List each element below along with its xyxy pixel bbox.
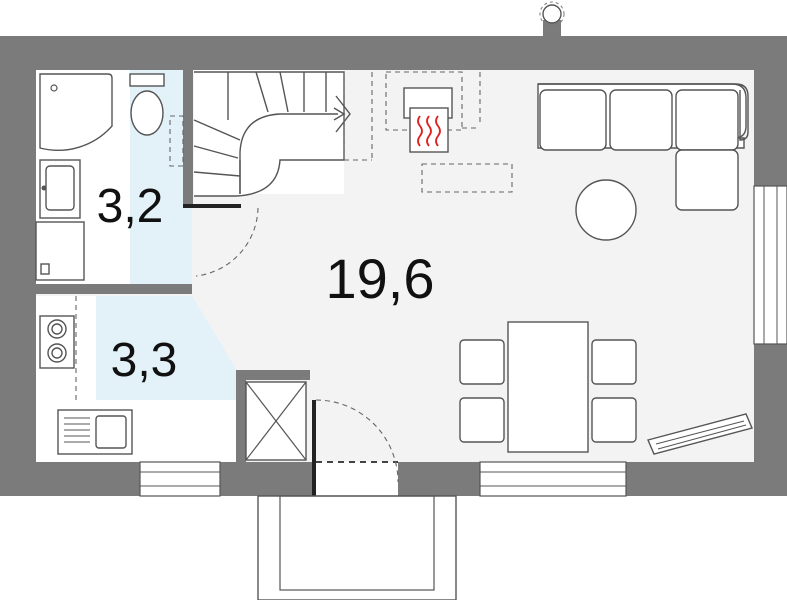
sofa-icon <box>537 83 749 211</box>
utility-area-label: 3,3 <box>111 334 178 387</box>
dining-table-icon <box>507 321 589 453</box>
chair-icon <box>459 397 505 443</box>
chair-icon <box>591 339 637 385</box>
window-icon <box>139 461 221 497</box>
porch <box>257 495 457 600</box>
shower-icon <box>39 73 113 151</box>
door-icon <box>312 399 399 496</box>
window-icon <box>479 461 627 497</box>
shaft-icon <box>169 115 184 167</box>
side-shelf <box>647 413 753 455</box>
stove-icon <box>39 315 75 369</box>
window-icon <box>753 185 787 345</box>
bathroom-area-label: 3,2 <box>97 180 164 233</box>
stair-landing <box>343 72 373 161</box>
round-table-icon <box>575 179 637 241</box>
washbasin-icon <box>39 159 81 219</box>
interior-walls <box>36 70 310 462</box>
chair-icon <box>459 339 505 385</box>
outer-walls <box>0 36 787 496</box>
door-icon <box>195 207 259 277</box>
chimney-icon <box>539 1 565 38</box>
washing-machine-icon <box>35 221 85 281</box>
toilet-icon <box>129 73 165 136</box>
sink-icon <box>57 409 133 455</box>
chair-icon <box>591 397 637 443</box>
fireplace-icon <box>385 71 513 193</box>
stairs-icon <box>193 71 351 197</box>
living-area-label: 19,6 <box>326 247 435 310</box>
shaft-icon <box>245 381 307 461</box>
